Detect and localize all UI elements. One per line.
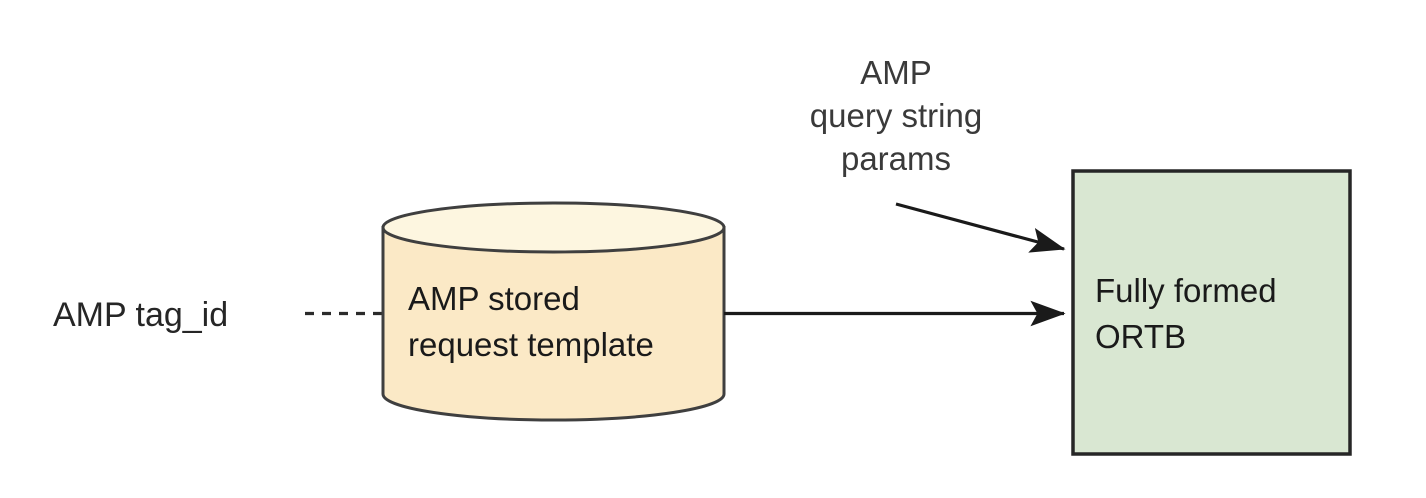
cylinder-top bbox=[381, 201, 726, 254]
node-ortb-label-line2: ORTB bbox=[1095, 318, 1186, 355]
node-amp-stored-request-template: AMP stored request template bbox=[381, 201, 726, 422]
node-amp-tag-id-label: AMP tag_id bbox=[53, 296, 228, 334]
node-template-label-line1: AMP stored bbox=[408, 280, 580, 317]
annotation-label-line2: query string bbox=[810, 97, 982, 134]
cylinder-body bbox=[381, 226, 726, 422]
annotation-label-line3: params bbox=[841, 140, 951, 177]
annotation-amp-query-string-params: AMP query string params bbox=[810, 54, 982, 177]
node-template-label-line2: request template bbox=[408, 326, 654, 363]
edge-queryparams-to-ortb bbox=[895, 202, 1066, 253]
ortb-box bbox=[1071, 169, 1352, 456]
node-ortb-label-line1: Fully formed bbox=[1095, 272, 1277, 309]
node-fully-formed-ortb: Fully formed ORTB bbox=[1071, 169, 1352, 456]
annotation-label-line1: AMP bbox=[860, 54, 932, 91]
